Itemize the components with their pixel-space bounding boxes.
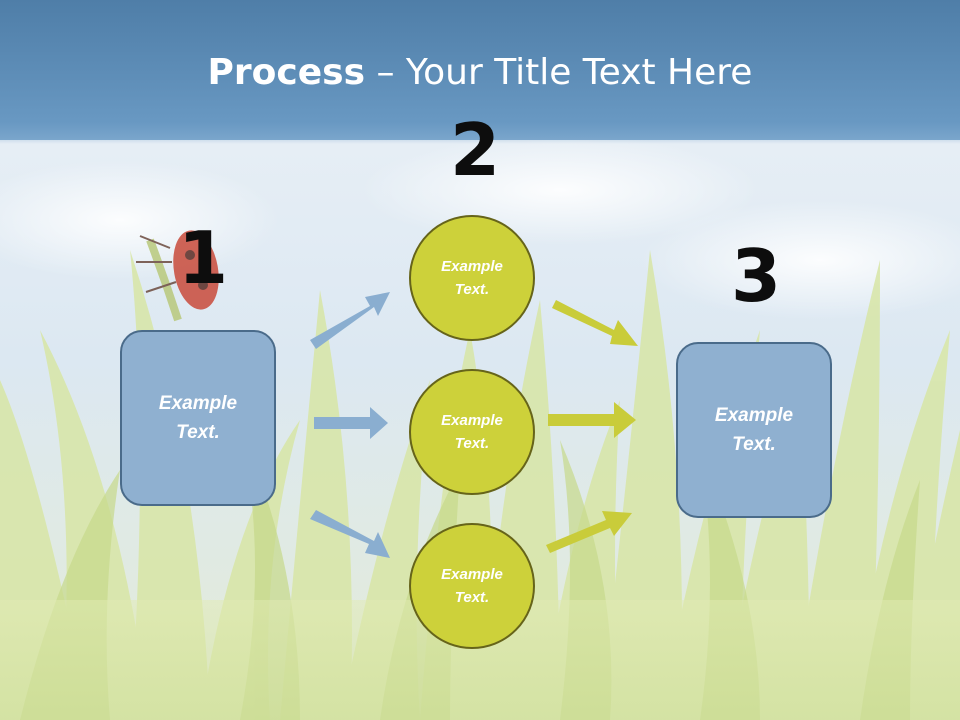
step-3-label: Example Text. [714, 405, 794, 455]
step-2-circle-bottom: Example Text. [409, 523, 535, 649]
title-text: – Your Title Text Here [365, 52, 753, 93]
arrow-bottom-to-3 [546, 511, 632, 553]
step-number-1: 1 [178, 216, 229, 300]
step-2-circle-middle: Example Text. [409, 369, 535, 495]
step-1-label: Example Text. [158, 393, 238, 443]
circle-bottom-label: Example Text. [441, 566, 503, 606]
arrow-1-to-top [310, 292, 390, 349]
step-2-circle-top: Example Text. [409, 215, 535, 341]
ladybug-image [136, 230, 219, 322]
step-3-box: Example Text. [676, 342, 832, 518]
arrow-1-to-bottom [310, 510, 390, 558]
yellow-arrows [546, 300, 638, 553]
circle-middle-label: Example Text. [441, 412, 503, 452]
step-number-3: 3 [731, 234, 782, 318]
title-bold: Process [207, 52, 366, 93]
blue-arrows [310, 292, 390, 558]
arrow-1-to-middle [314, 407, 388, 439]
page-title: Process – Your Title Text Here [0, 52, 960, 93]
circle-top-label: Example Text. [441, 258, 503, 298]
arrow-middle-to-3 [548, 402, 636, 438]
title-bar [0, 0, 960, 140]
step-number-2: 2 [450, 108, 501, 192]
step-1-box: Example Text. [120, 330, 276, 506]
arrow-top-to-3 [552, 300, 638, 346]
